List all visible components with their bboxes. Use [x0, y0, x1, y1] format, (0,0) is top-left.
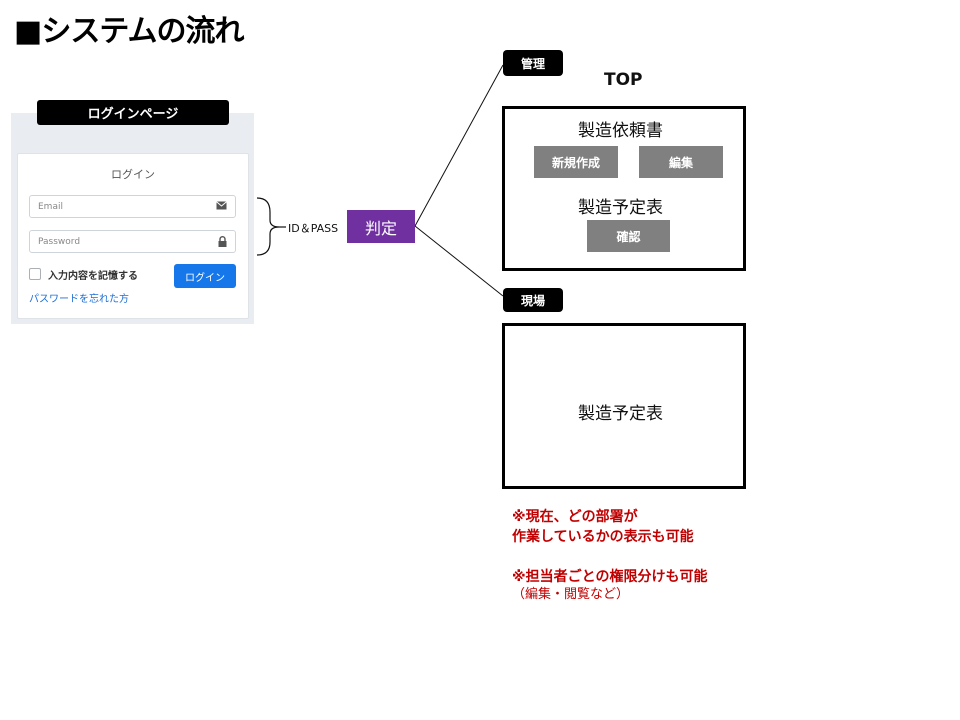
email-placeholder: Email — [38, 201, 63, 212]
remember-label: 入力内容を記憶する — [48, 271, 138, 282]
line-to-admin — [414, 64, 504, 227]
lock-icon — [218, 236, 227, 247]
login-page-label: ログインページ — [37, 100, 229, 125]
email-field[interactable]: Email — [29, 195, 236, 218]
credentials-label: ID＆PASS — [288, 222, 339, 235]
note1-line2: 作業しているかの表示も可能 — [512, 529, 694, 545]
envelope-icon — [216, 201, 227, 210]
forgot-password-link[interactable]: パスワードを忘れた方 — [29, 294, 129, 305]
brace-connector — [256, 197, 280, 256]
page-title: ■システムの流れ — [14, 14, 244, 49]
order-form-label: 製造依頼書 — [578, 121, 663, 141]
password-field[interactable]: Password — [29, 230, 236, 253]
edit-order-button[interactable]: 編集 — [639, 146, 723, 178]
site-screen — [502, 323, 746, 489]
login-heading: ログイン — [111, 168, 155, 181]
remember-checkbox[interactable] — [29, 268, 41, 280]
admin-tag: 管理 — [503, 50, 563, 76]
site-tag: 現場 — [503, 288, 563, 312]
login-button[interactable]: ログイン — [174, 264, 236, 288]
top-screen-title: TOP — [604, 70, 643, 90]
confirm-schedule-button[interactable]: 確認 — [587, 220, 670, 252]
note-permissions: ※担当者ごとの権限分けも可能 — [512, 569, 708, 585]
note-department-status: ※現在、どの部署が 作業しているかの表示も可能 — [512, 507, 694, 547]
line-to-site — [414, 225, 504, 297]
password-placeholder: Password — [38, 236, 81, 247]
note-permissions-detail: （編集・閲覧など） — [512, 587, 630, 602]
admin-schedule-label: 製造予定表 — [578, 198, 663, 218]
site-schedule-label: 製造予定表 — [578, 404, 663, 424]
judgement-box: 判定 — [347, 210, 415, 243]
new-order-button[interactable]: 新規作成 — [534, 146, 618, 178]
note1-line1: ※現在、どの部署が — [512, 509, 638, 525]
